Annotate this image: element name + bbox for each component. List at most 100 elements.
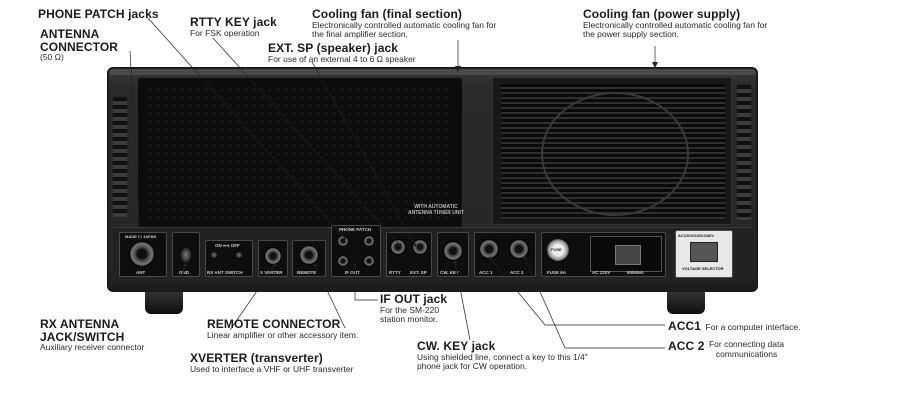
label-acc2-desc2: communications: [715, 348, 778, 359]
label-rx-antenna-title: RX ANTENNA: [40, 317, 120, 331]
leader-acc1: [489, 257, 665, 326]
antenna-connector[interactable]: [129, 241, 155, 267]
acc2-connector[interactable]: [509, 239, 529, 259]
label-antenna: ANTENNA CONNECTOR (50 Ω): [40, 28, 118, 63]
radio-rear-panel: WITH AUTOMATIC ANTENNA TUNER UNIT MADE I…: [107, 67, 758, 314]
xverter-label: X VERTER: [260, 270, 283, 275]
label-xverter: XVERTER (transverter) Used to interface …: [190, 352, 353, 374]
label-antenna-title: ANTENNA: [40, 27, 100, 41]
leader-phone-patch: [147, 17, 346, 239]
label-if-out-desc2: station monitor.: [380, 314, 438, 325]
arrow-cooling-power: [652, 62, 658, 68]
label-cooling-power-desc: Electronically controlled automatic cool…: [583, 19, 768, 30]
rx-antenna-switch[interactable]: [235, 251, 243, 259]
label-cooling-power-desc2: the power supply section.: [583, 29, 679, 40]
label-xverter-title: XVERTER (transverter): [190, 351, 323, 365]
label-antenna-title2: CONNECTOR: [40, 39, 119, 54]
label-antenna-desc: (50 Ω): [40, 52, 64, 63]
phone-patch-jack-2[interactable]: [363, 235, 375, 247]
phone-patch-label: PHONE PATCH: [339, 227, 372, 232]
label-cooling-final-desc: Electronically controlled automatic cool…: [312, 19, 497, 30]
label-rx-antenna-desc: Auxiliary receiver connector: [40, 342, 145, 353]
label-acc2-desc: For connecting data: [708, 339, 785, 349]
power-supply-fan-panel: [492, 77, 732, 225]
voltage-selector-switch[interactable]: [690, 242, 718, 262]
made-in-japan: MADE IN JAPAN: [125, 234, 157, 239]
right-vents: [737, 85, 751, 220]
label-rx-antenna-title2: JACK/SWITCH: [40, 329, 125, 344]
leader-rx-antenna: [179, 264, 186, 286]
if-out-jack-2[interactable]: [363, 255, 375, 267]
label-cw-key-desc: Using shielded line, connect a key to th…: [417, 351, 588, 362]
label-ext-sp: EXT. SP (speaker) jack For use of an ext…: [268, 42, 416, 64]
rx-on-off: ON ⟷ OFF: [215, 243, 240, 248]
ext-sp-label: EXT. SP: [410, 270, 427, 275]
chassis-top-edge: [109, 69, 756, 75]
leader-antenna: [129, 50, 141, 239]
label-acc1-desc: For a computer interface.: [705, 322, 801, 332]
label-cooling-final: Cooling fan (final section) Electronical…: [312, 8, 496, 40]
remote-label: REMOTE: [297, 270, 317, 275]
label-cw-key: CW. KEY jack Using shielded line, connec…: [417, 340, 588, 372]
label-cw-key-desc2: phone jack for CW operation.: [417, 361, 528, 372]
phone-patch-plaque: [331, 225, 381, 277]
heatsink-fins: [146, 86, 454, 220]
leader-remote: [314, 264, 346, 329]
voltage-selector-label: VOLTAGE SELECTOR: [682, 266, 724, 271]
remote-connector[interactable]: [299, 245, 319, 265]
ac-label: AC 120V: [592, 270, 611, 275]
label-if-out-desc: For the SM-220: [380, 304, 440, 315]
if-out-jack-1[interactable]: [337, 255, 349, 267]
rtty-key-jack[interactable]: [390, 239, 406, 255]
label-rtty-desc: For FSK operation: [190, 27, 260, 38]
label-cooling-power-title: Cooling fan (power supply): [583, 7, 741, 21]
label-if-out: IF OUT jack For the SM-220 station monit…: [380, 293, 447, 325]
label-ext-sp-title: EXT. SP (speaker) jack: [268, 41, 399, 55]
rx-ant-switch-label: RX ANT SWITCH: [207, 270, 243, 275]
tuner-tag-line1: WITH AUTOMATIC: [414, 204, 458, 210]
leader-cw-key: [454, 261, 471, 341]
label-cw-key-title: CW. KEY jack: [417, 339, 496, 353]
left-vents: [113, 97, 127, 217]
leader-if-out: [354, 265, 378, 301]
label-cooling-final-title: Cooling fan (final section): [312, 7, 463, 21]
leader-xverter: [229, 264, 276, 331]
label-rtty: RTTY KEY jack For FSK operation: [190, 16, 277, 38]
label-acc2-title: ACC 2: [668, 339, 705, 353]
label-remote-title: REMOTE CONNECTOR: [207, 317, 341, 331]
acc2-label: ACC 2: [510, 270, 524, 275]
leader-ext-sp: [311, 61, 416, 246]
final-section-heatsink: WITH AUTOMATIC ANTENNA TUNER UNIT: [137, 77, 464, 229]
label-acc1-title: ACC1: [668, 319, 702, 333]
label-cooling-power: Cooling fan (power supply) Electronicall…: [583, 8, 767, 40]
leader-acc2: [524, 257, 665, 349]
ant-label: ANT: [136, 270, 146, 275]
label-phone-patch: PHONE PATCH jacks: [38, 8, 159, 21]
fuse-holder[interactable]: [547, 239, 569, 261]
tuner-tag: WITH AUTOMATIC ANTENNA TUNER UNIT: [386, 204, 486, 216]
gnd-label: GND: [179, 270, 189, 275]
remote-plaque: [292, 240, 326, 277]
ac-inlet[interactable]: [590, 236, 662, 272]
label-rx-antenna: RX ANTENNA JACK/SWITCH Auxiliary receive…: [40, 318, 144, 353]
label-rtty-title: RTTY KEY jack: [190, 15, 277, 29]
label-acc1: ACC1 For a computer interface.: [668, 318, 801, 335]
fan-grille: [501, 84, 725, 220]
ext-sp-jack[interactable]: [412, 239, 428, 255]
label-remote-desc: Linear amplifier or other accessory item…: [207, 329, 359, 340]
gnd-terminal[interactable]: [180, 247, 192, 263]
cw-key-jack[interactable]: [443, 241, 463, 261]
label-xverter-desc: Used to interface a VHF or UHF transvert…: [190, 363, 354, 374]
if-out-label: IF OUT: [345, 270, 360, 275]
leader-rtty: [212, 37, 401, 246]
rx-antenna-jack[interactable]: [210, 251, 218, 259]
cw-key-label: CW. KEY: [440, 270, 460, 275]
label-phone-patch-title: PHONE PATCH jacks: [38, 7, 159, 21]
label-if-out-title: IF OUT jack: [380, 292, 448, 306]
arrow-cooling-final: [455, 66, 461, 72]
label-acc2-desc-wrap: For connecting data communications: [708, 339, 785, 359]
freq-label: 50/60Hz: [627, 270, 644, 275]
acc1-label: ACC 1: [479, 270, 493, 275]
xverter-connector[interactable]: [264, 247, 282, 265]
